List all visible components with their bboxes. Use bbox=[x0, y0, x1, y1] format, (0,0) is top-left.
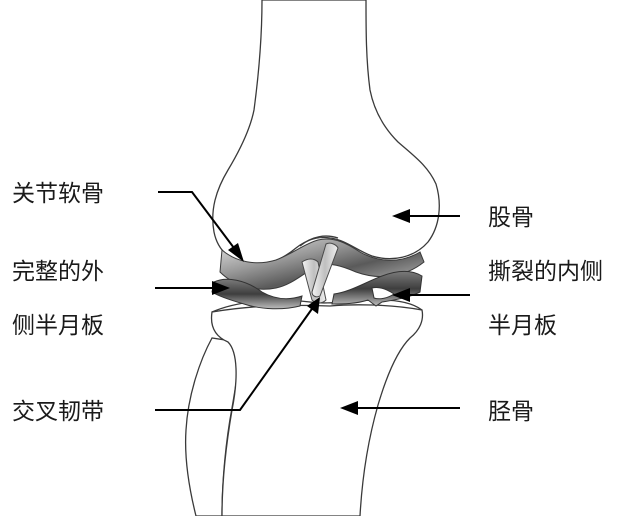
arrow-lateral-meniscus bbox=[212, 281, 230, 295]
label-femur: 股骨 bbox=[488, 205, 534, 231]
label-cruciate-ligament: 交叉韧带 bbox=[12, 399, 104, 425]
cruciate-ligament-2 bbox=[311, 242, 339, 298]
arrow-torn-meniscus bbox=[392, 288, 410, 302]
arrow-tibia bbox=[340, 401, 358, 415]
label-torn-meniscus-2: 半月板 bbox=[488, 313, 557, 339]
label-articular-cartilage: 关节软骨 bbox=[12, 181, 104, 207]
label-torn-meniscus-1: 撕裂的内侧 bbox=[488, 259, 603, 285]
leader-articular-cartilage bbox=[158, 191, 235, 249]
tibia-bone bbox=[210, 304, 424, 516]
arrow-articular-cartilage bbox=[228, 243, 244, 262]
label-lateral-meniscus-2: 侧半月板 bbox=[12, 313, 104, 339]
meniscus-tear-flap bbox=[371, 287, 395, 300]
lateral-meniscus bbox=[211, 278, 303, 310]
intercondylar-line bbox=[299, 235, 339, 247]
arrow-femur bbox=[392, 209, 410, 223]
femur-bone bbox=[212, 0, 440, 265]
leader-cruciate-ligament bbox=[155, 305, 315, 411]
arrow-cruciate-ligament bbox=[307, 297, 320, 314]
label-lateral-meniscus-1: 完整的外 bbox=[12, 259, 104, 285]
label-tibia: 胫骨 bbox=[488, 399, 534, 425]
